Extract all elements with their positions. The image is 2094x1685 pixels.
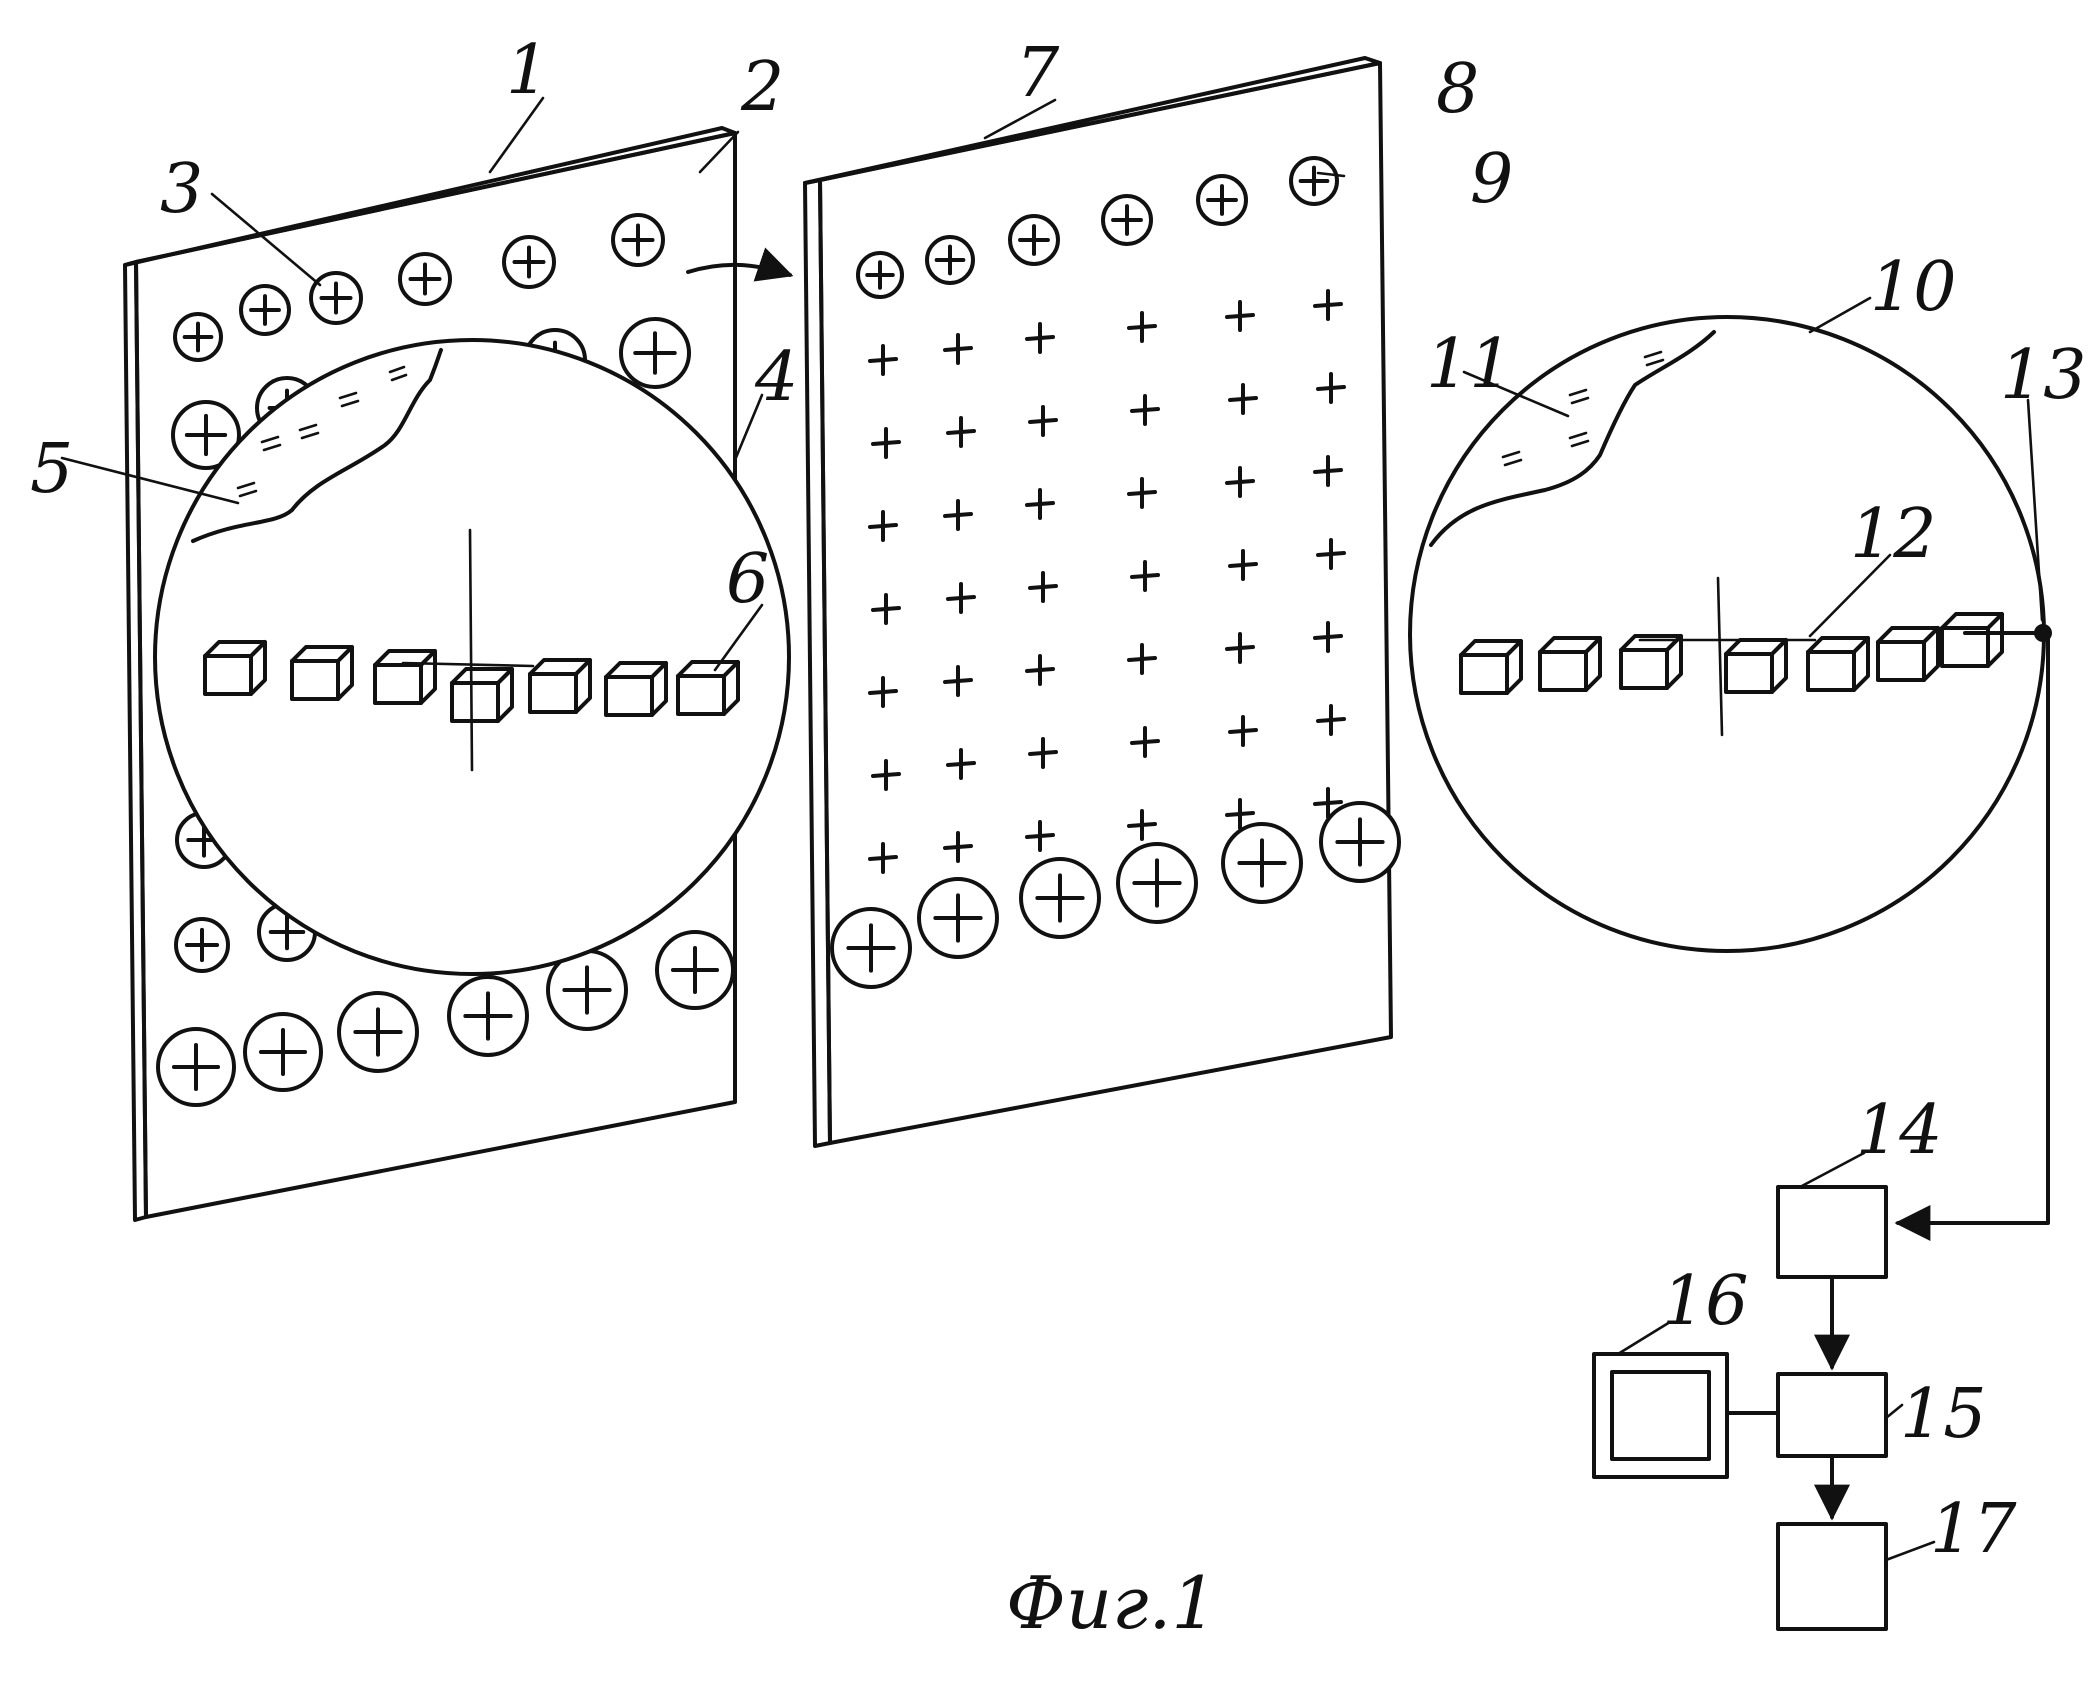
charge-circle [449, 977, 527, 1055]
charge-circle [1291, 158, 1337, 204]
charge-plus [1227, 468, 1253, 496]
display-16-screen [1612, 1372, 1709, 1459]
label-1: 1 [506, 31, 549, 110]
charge-circle [158, 1029, 234, 1105]
charge-circle [176, 919, 228, 971]
block-14 [1778, 1187, 1886, 1277]
figure-caption: Фиг.1 [1006, 1561, 1217, 1645]
charge-circle [927, 237, 973, 283]
label-17: 17 [1930, 1490, 2017, 1569]
charge-plus [1318, 374, 1344, 402]
charge-plus [873, 761, 899, 789]
charge-circle [858, 253, 902, 297]
charge-plus [1030, 573, 1056, 601]
charge-plus [945, 833, 971, 861]
label-2: 2 [740, 48, 784, 127]
charge-circle [1010, 216, 1058, 264]
charge-circle [175, 314, 221, 360]
label-9: 9 [1470, 140, 1513, 219]
magnifier-10 [1410, 317, 2052, 951]
charge-plus [1027, 324, 1053, 352]
magnifier-4 [155, 340, 789, 974]
charge-plus [870, 678, 896, 706]
charge-plus [1129, 645, 1155, 673]
charge-plus [1227, 800, 1253, 828]
label-7: 7 [1016, 34, 1060, 113]
label-6: 6 [726, 540, 769, 619]
charge-plus [948, 584, 974, 612]
label-4: 4 [754, 338, 798, 417]
label-15: 15 [1900, 1375, 1987, 1454]
charge-plus [948, 418, 974, 446]
block-15 [1778, 1374, 1886, 1456]
charge-plus [870, 512, 896, 540]
charge-plus [1318, 706, 1344, 734]
charge-plus [1315, 457, 1341, 485]
charge-circle [919, 879, 997, 957]
charge-plus [945, 501, 971, 529]
charge-plus [1227, 634, 1253, 662]
charge-circle [311, 273, 361, 323]
charge-circle [657, 932, 733, 1008]
charge-circle [504, 237, 554, 287]
charge-plus [870, 346, 896, 374]
charge-plus [945, 667, 971, 695]
charge-circle [1321, 803, 1399, 881]
charge-plus [1318, 540, 1344, 568]
charge-circle [1118, 844, 1196, 922]
charge-circle [245, 1014, 321, 1090]
charge-circle [1021, 859, 1099, 937]
label-11: 11 [1426, 325, 1513, 404]
label-14: 14 [1856, 1091, 1943, 1170]
charge-circle [339, 993, 417, 1071]
charge-plus [1030, 739, 1056, 767]
label-12: 12 [1850, 495, 1937, 574]
charge-plus [870, 844, 896, 872]
charge-plus [1315, 291, 1341, 319]
charge-plus [1230, 717, 1256, 745]
charge-plus [1227, 302, 1253, 330]
charge-plus [945, 335, 971, 363]
charge-circle [400, 254, 450, 304]
charge-plus [1027, 822, 1053, 850]
charge-plus [873, 595, 899, 623]
charge-plus [1129, 811, 1155, 839]
block-17 [1778, 1524, 1886, 1629]
charge-circle [1198, 176, 1246, 224]
charge-plus [873, 429, 899, 457]
charge-plus [1230, 551, 1256, 579]
charge-circle [1223, 824, 1301, 902]
label-5: 5 [30, 430, 73, 509]
charge-circle [241, 286, 289, 334]
plate-7 [805, 58, 1391, 1146]
charge-circle [621, 319, 689, 387]
charge-plus [1132, 396, 1158, 424]
charge-plus [1132, 562, 1158, 590]
charge-plus [1129, 313, 1155, 341]
charge-plus [1027, 656, 1053, 684]
charge-plus [1129, 479, 1155, 507]
label-16: 16 [1662, 1262, 1749, 1341]
label-10: 10 [1870, 248, 1957, 327]
charge-plus [1027, 490, 1053, 518]
label-13: 13 [2000, 336, 2087, 415]
charge-circle [832, 909, 910, 987]
charge-plus [1030, 407, 1056, 435]
charge-circle [613, 215, 663, 265]
charge-plus [1132, 728, 1158, 756]
label-8: 8 [1436, 50, 1479, 129]
charge-plus [1230, 385, 1256, 413]
plate-7-charges [832, 158, 1399, 987]
charge-circle [1103, 196, 1151, 244]
charge-plus [1315, 623, 1341, 651]
transfer-arrow [688, 265, 790, 275]
charge-plus [948, 750, 974, 778]
label-3: 3 [160, 150, 203, 229]
